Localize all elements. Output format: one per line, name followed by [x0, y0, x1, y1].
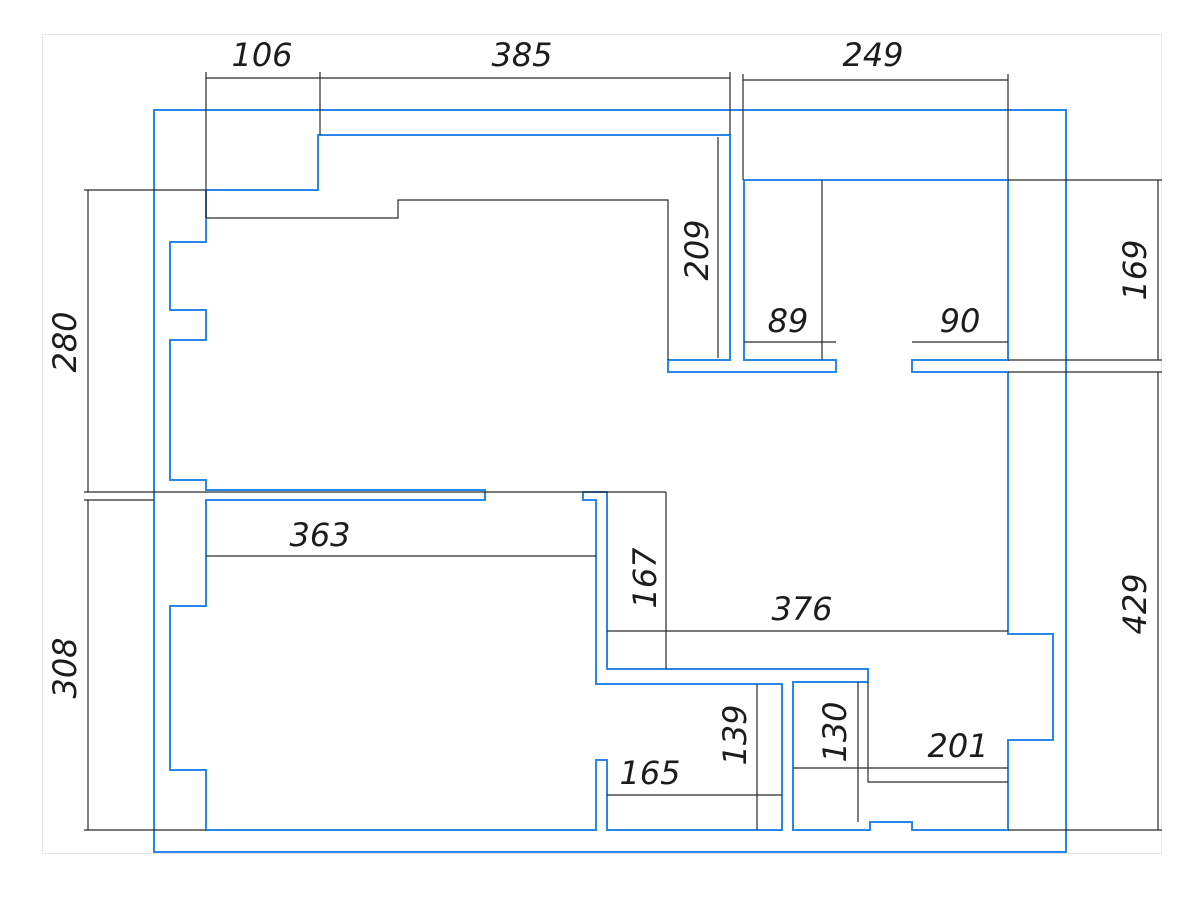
dim-label-106: 106 [231, 36, 292, 74]
inner-walls [169, 134, 1054, 831]
dim-label-209: 209 [678, 219, 716, 280]
outer-boundary [153, 109, 1067, 853]
dim-label-308: 308 [46, 637, 84, 698]
dim-label-363: 363 [289, 516, 350, 554]
dim-label-429: 429 [1116, 573, 1154, 634]
dim-label-89: 89 [768, 302, 809, 340]
dim-label-169: 169 [1116, 239, 1154, 300]
dim-label-201: 201 [927, 727, 988, 765]
dim-ext-wc [867, 682, 1008, 783]
dim-label-139: 139 [716, 704, 754, 765]
dimension-labels: 106 385 249 280 308 169 429 209 89 90 36… [46, 36, 1154, 792]
dim-label-130: 130 [816, 701, 854, 762]
dim-label-249: 249 [842, 36, 903, 74]
dim-label-165: 165 [619, 754, 680, 792]
dim-label-167: 167 [626, 547, 664, 609]
dimension-lines [84, 72, 1162, 831]
drawing-sheet [42, 34, 1162, 854]
dim-step-line [206, 199, 669, 360]
dim-label-376: 376 [771, 590, 832, 628]
dim-label-280: 280 [46, 311, 84, 372]
dim-label-385: 385 [491, 36, 552, 74]
dim-label-90: 90 [940, 302, 981, 340]
walls [153, 109, 1067, 853]
